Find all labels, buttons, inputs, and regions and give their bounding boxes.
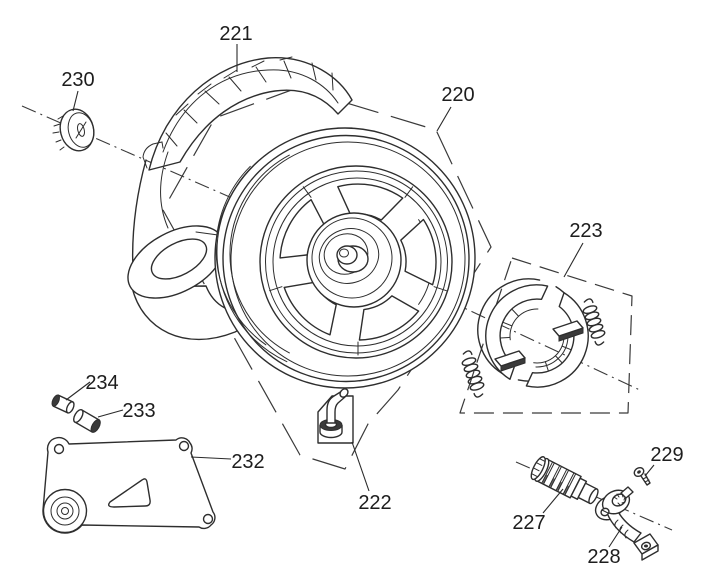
part-label-232: 232 — [231, 451, 264, 473]
part-232-bracket — [42, 436, 216, 534]
part-221-tire — [127, 56, 353, 341]
phantom-outline — [162, 87, 492, 470]
leader-230 — [72, 90, 79, 112]
part-label-220: 220 — [441, 84, 474, 106]
part-label-222: 222 — [358, 492, 391, 514]
part-label-223: 223 — [569, 220, 602, 242]
part-label-228: 228 — [587, 546, 620, 568]
part-222-valve-stem — [317, 388, 354, 444]
leader-222 — [351, 441, 370, 492]
leader-228 — [608, 526, 623, 548]
part-labels: 221 230 220 223 234 233 232 222 227 228 … — [61, 23, 683, 568]
part-229-bolt — [633, 466, 651, 486]
part-233-bushing — [73, 408, 101, 433]
part-220-wheel — [214, 127, 476, 419]
part-223-brake-shoes — [459, 257, 633, 414]
leader-220 — [436, 106, 452, 132]
part-230-axle-cap — [52, 108, 95, 152]
part-label-233: 233 — [122, 400, 155, 422]
part-label-234: 234 — [85, 372, 118, 394]
part-label-230: 230 — [61, 69, 94, 91]
leader-lines — [65, 44, 655, 548]
part-label-227: 227 — [512, 512, 545, 534]
part-label-229: 229 — [650, 444, 683, 466]
brake-spring-right — [582, 298, 606, 346]
brake-spring-left — [461, 350, 485, 398]
leader-232 — [190, 456, 232, 460]
part-234-bushing — [51, 394, 75, 414]
leader-233 — [97, 409, 124, 418]
leader-234 — [65, 381, 91, 401]
part-228-brake-arm — [594, 486, 659, 561]
leader-223 — [563, 242, 584, 278]
leader-227 — [542, 488, 564, 514]
part-label-221: 221 — [219, 23, 252, 45]
leader-229 — [644, 464, 655, 477]
part-227-brake-cam — [530, 456, 599, 505]
